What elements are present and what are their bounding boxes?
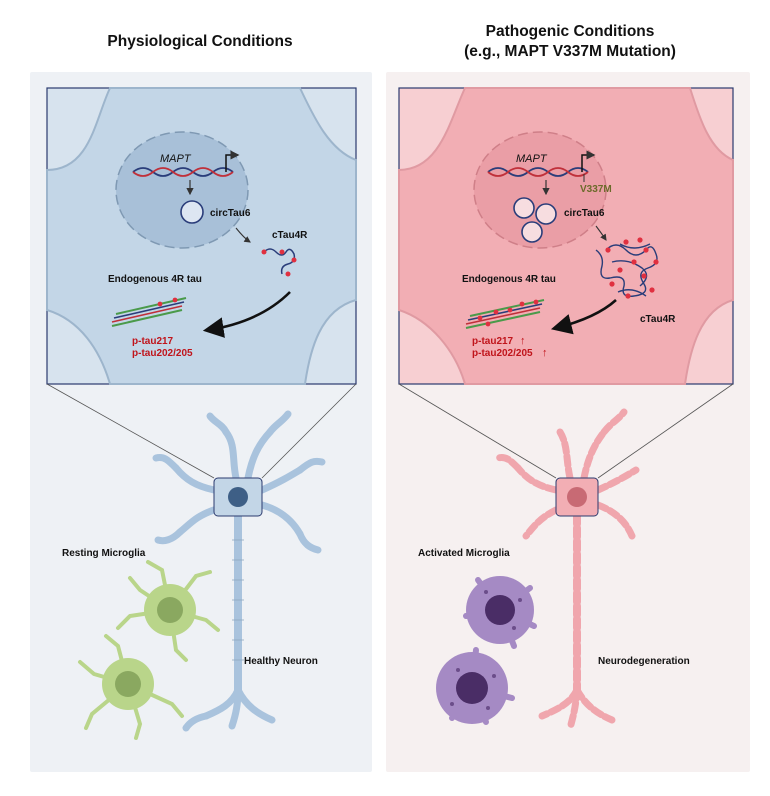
dna-helix-icon <box>487 150 596 196</box>
right-ctau-label: cTau4R <box>640 314 676 325</box>
right-circ-label: circTau6 <box>564 208 605 219</box>
neuron-icon <box>494 408 640 732</box>
right-soma-nucleus <box>567 487 587 507</box>
left-nucleus <box>115 131 249 249</box>
right-zoom-line <box>398 383 557 479</box>
left-endogenous-label: Endogenous 4R tau <box>108 274 202 285</box>
tau-filament-icon <box>465 299 545 329</box>
right-gene-label: MAPT <box>516 153 548 165</box>
right-ptau2-up: ↑ <box>542 347 548 359</box>
arrow-icon <box>235 227 251 243</box>
left-conversion-arrow <box>202 291 291 338</box>
left-title-text: Physiological Conditions <box>107 33 293 50</box>
right-endogenous-label: Endogenous 4R tau <box>462 274 556 285</box>
tau-aggregate-icon <box>261 248 297 277</box>
right-conversion-arrow <box>550 299 617 335</box>
tau-aggregate-icon <box>595 237 659 299</box>
left-ptau2: p-tau202/205 <box>132 348 193 359</box>
neuron-icon <box>152 410 326 732</box>
right-neuron-label: Neurodegeneration <box>598 656 690 667</box>
left-zoom-box <box>46 87 357 385</box>
left-gene-label: MAPT <box>160 153 192 165</box>
arrow-icon <box>595 225 607 241</box>
left-circ-label: circTau6 <box>210 208 251 219</box>
left-ptau1: p-tau217 <box>132 336 174 347</box>
left-neuron-label: Healthy Neuron <box>244 656 318 667</box>
circrna-icon <box>513 197 557 243</box>
right-ptau2: p-tau202/205 <box>472 348 533 359</box>
right-zoom-box <box>398 87 734 385</box>
right-ptau1: p-tau217 <box>472 336 514 347</box>
right-microglia-label: Activated Microglia <box>418 548 510 559</box>
tau-filament-icon <box>111 297 187 327</box>
left-microglia-label: Resting Microglia <box>62 548 146 559</box>
circrna-icon <box>180 200 204 224</box>
left-soma-nucleus <box>228 487 248 507</box>
microglia-icon <box>78 560 220 740</box>
right-panel-title: Pathogenic Conditions (e.g., MAPT V337M … <box>390 22 750 62</box>
left-zoom-line <box>46 383 215 479</box>
right-title-line2: (e.g., MAPT V337M Mutation) <box>464 43 676 60</box>
left-zoom-line <box>261 383 357 479</box>
dna-helix-icon <box>132 150 240 196</box>
right-mutation-label: V337M <box>580 184 612 195</box>
right-nucleus <box>473 131 607 249</box>
right-zoom-line <box>597 383 734 479</box>
right-ptau1-up: ↑ <box>520 335 526 347</box>
left-panel-title: Physiological Conditions <box>30 32 370 52</box>
right-title-line1: Pathogenic Conditions <box>485 23 655 40</box>
left-ctau-label: cTau4R <box>272 230 308 241</box>
